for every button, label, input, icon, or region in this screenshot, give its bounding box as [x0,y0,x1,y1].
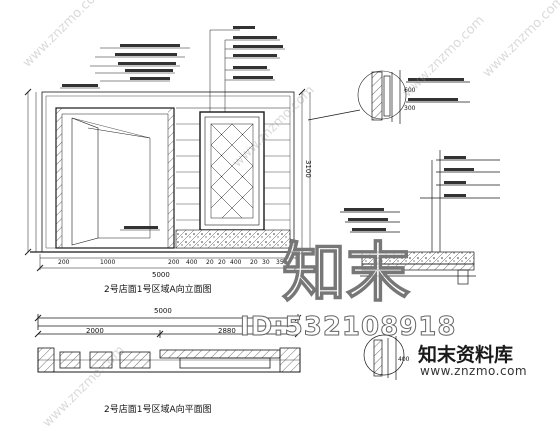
id-watermark: ID:532108918 [239,312,457,343]
drawing-sheet: 5000 5000 2000 2880 3100 200 1000 200 40… [20,0,560,431]
bottom-dim-9: 350 [276,259,288,266]
elevation-view [30,91,300,253]
bottom-dim-5: 20 [218,259,226,266]
plan-view [37,314,301,373]
elevation-caption: 2号店面1号区域A向立面图 [104,285,212,295]
tick-marks [24,88,306,272]
bottom-dim-6: 400 [230,259,242,266]
plan-caption: 2号店面1号区域A向平面图 [104,405,212,415]
bottom-dim-8: 30 [262,259,270,266]
cad-drawing [24,26,500,380]
brand-url: www.znzmo.com [420,364,528,378]
brand-name: 知末资料库 [418,344,514,366]
height-dim: 3100 [304,160,312,178]
plan-seg-b-dim: 2880 [218,327,236,335]
section-marks [344,78,474,231]
section-detail-bottom [340,150,500,285]
bottom-dim-7: 20 [250,259,258,266]
leader-lines [60,29,285,231]
section-detail-corner [363,334,405,380]
note-marks [62,26,283,229]
bottom-dim-4: 20 [206,259,214,266]
bottom-dim-3: 400 [186,259,198,266]
section-label-1: 300 [404,105,416,112]
plan-total-dim: 5000 [154,307,172,315]
elevation-dimensions [27,92,311,270]
bottom-dim-2: 200 [168,259,180,266]
section-label-2: 400 [398,356,410,363]
plan-seg-a-dim: 2000 [86,327,104,335]
section-label-0: 600 [404,87,416,94]
bottom-dim-0: 200 [58,259,70,266]
elev-total-dim: 5000 [152,271,170,279]
plan-ticks [34,314,302,338]
bottom-dim-1: 1000 [100,259,116,266]
logo-watermark: 知末 [281,236,410,311]
section-detail-top [307,70,470,124]
